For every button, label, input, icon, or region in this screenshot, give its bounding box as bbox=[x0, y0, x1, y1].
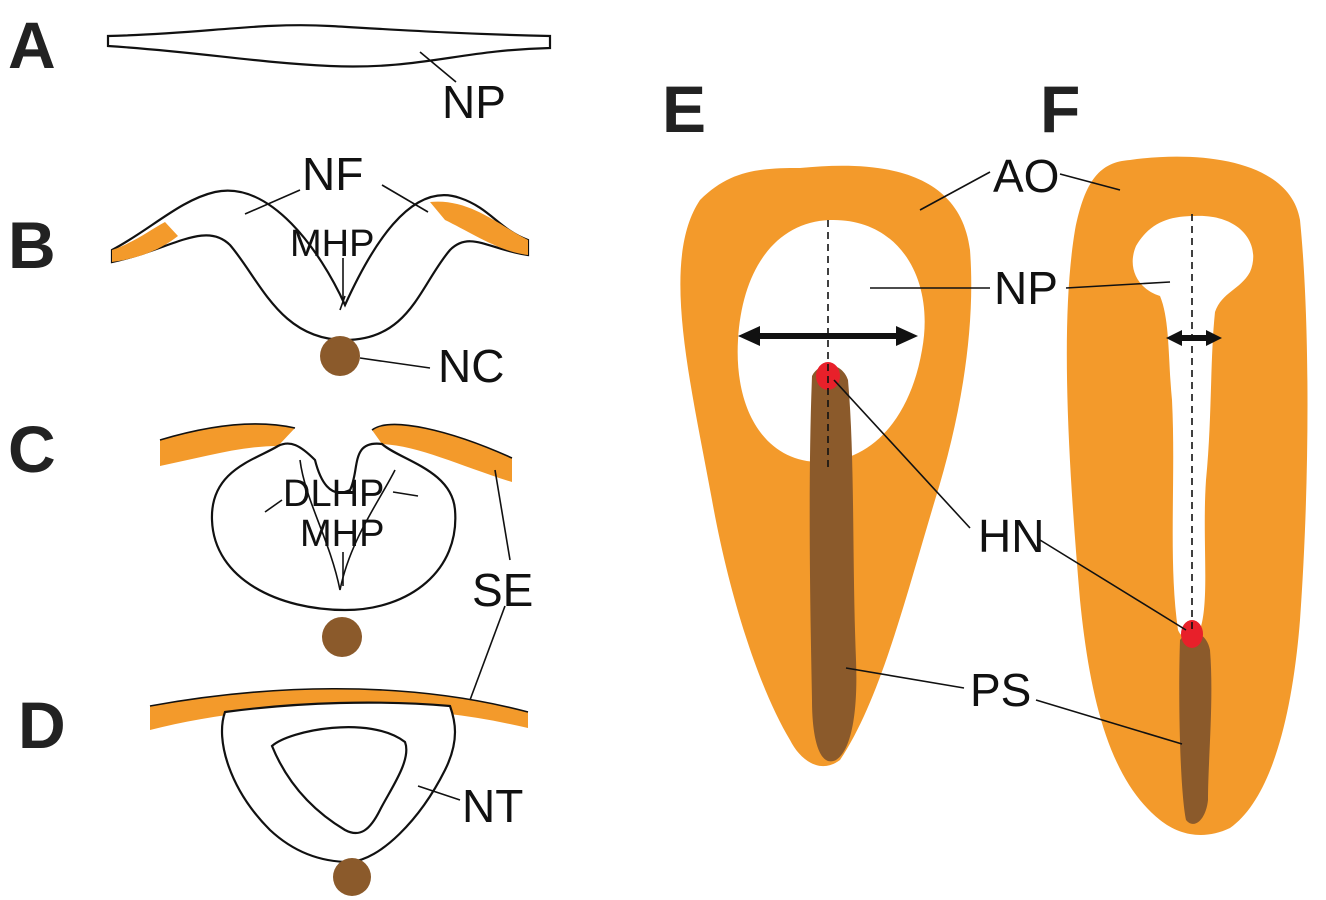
label-se: SE bbox=[472, 564, 533, 616]
label-hn: HN bbox=[978, 510, 1044, 562]
panel-label-a: A bbox=[8, 8, 56, 82]
panel-label-d: D bbox=[18, 688, 66, 762]
neural-plate-a bbox=[108, 25, 550, 66]
panel-d: D NT bbox=[18, 606, 528, 896]
panel-a: A NP bbox=[8, 8, 550, 128]
nc-leader bbox=[360, 358, 430, 368]
panel-label-e: E bbox=[662, 72, 706, 146]
se-leader-c bbox=[495, 470, 510, 560]
panel-e: E bbox=[662, 72, 971, 766]
nf-leader-right bbox=[382, 185, 428, 212]
panel-f: F bbox=[1040, 72, 1308, 835]
primitive-streak-e bbox=[810, 365, 857, 761]
panel-b: B NF MHP NC bbox=[8, 148, 528, 392]
label-mhp-b: MHP bbox=[290, 223, 374, 265]
label-nc: NC bbox=[438, 340, 504, 392]
label-nf: NF bbox=[302, 148, 363, 200]
notochord-c bbox=[322, 617, 362, 657]
label-nt: NT bbox=[462, 780, 523, 832]
panel-c: C DLHP MHP SE bbox=[8, 412, 533, 657]
panel-label-c: C bbox=[8, 412, 56, 486]
surface-ectoderm-left-b bbox=[112, 222, 178, 262]
label-np-ef: NP bbox=[994, 262, 1058, 314]
label-dlhp: DLHP bbox=[283, 473, 384, 515]
label-mhp-c: MHP bbox=[300, 513, 384, 555]
panel-label-b: B bbox=[8, 208, 56, 282]
notochord-b bbox=[320, 336, 360, 376]
notochord-d bbox=[333, 858, 371, 896]
label-np-a: NP bbox=[442, 76, 506, 128]
panel-label-f: F bbox=[1040, 72, 1080, 146]
se-leader-d bbox=[470, 606, 505, 700]
label-ps: PS bbox=[970, 664, 1031, 716]
primitive-streak-f bbox=[1179, 633, 1211, 824]
label-ao: AO bbox=[993, 150, 1059, 202]
